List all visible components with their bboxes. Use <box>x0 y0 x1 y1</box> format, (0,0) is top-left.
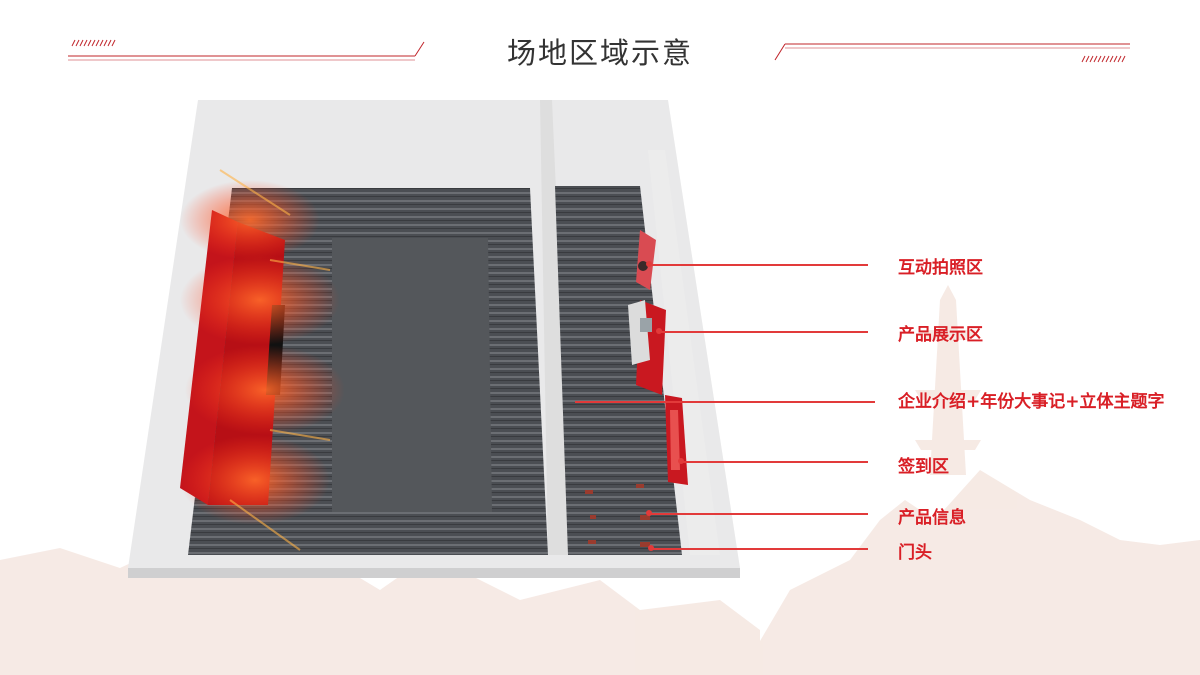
label-product-display: 产品展示区 <box>898 325 983 345</box>
stage-backdrop <box>180 169 345 551</box>
callout-line <box>660 331 868 333</box>
callout-dot <box>646 510 652 516</box>
label-photo-area: 互动拍照区 <box>898 258 983 278</box>
callout-dot <box>646 261 652 267</box>
callout-line <box>650 513 868 515</box>
callout-line <box>682 461 868 463</box>
label-gate: 门头 <box>898 543 932 563</box>
product-display-stand <box>628 300 666 395</box>
page-title: 场地区域示意 <box>506 36 693 70</box>
gate-items <box>585 484 650 547</box>
callout-line <box>652 548 868 550</box>
label-company-intro: 企业介绍+年份大事记+立体主题字 <box>898 392 1165 412</box>
callout-dot <box>656 328 662 334</box>
callout-line <box>575 401 875 403</box>
callout-line <box>650 264 868 266</box>
center-rug <box>332 238 492 512</box>
header-decoration <box>68 39 1130 63</box>
label-product-info: 产品信息 <box>898 508 966 528</box>
label-signin: 签到区 <box>898 457 949 477</box>
callout-dot <box>648 545 654 551</box>
photo-booth <box>636 230 656 290</box>
callout-dot <box>678 458 684 464</box>
